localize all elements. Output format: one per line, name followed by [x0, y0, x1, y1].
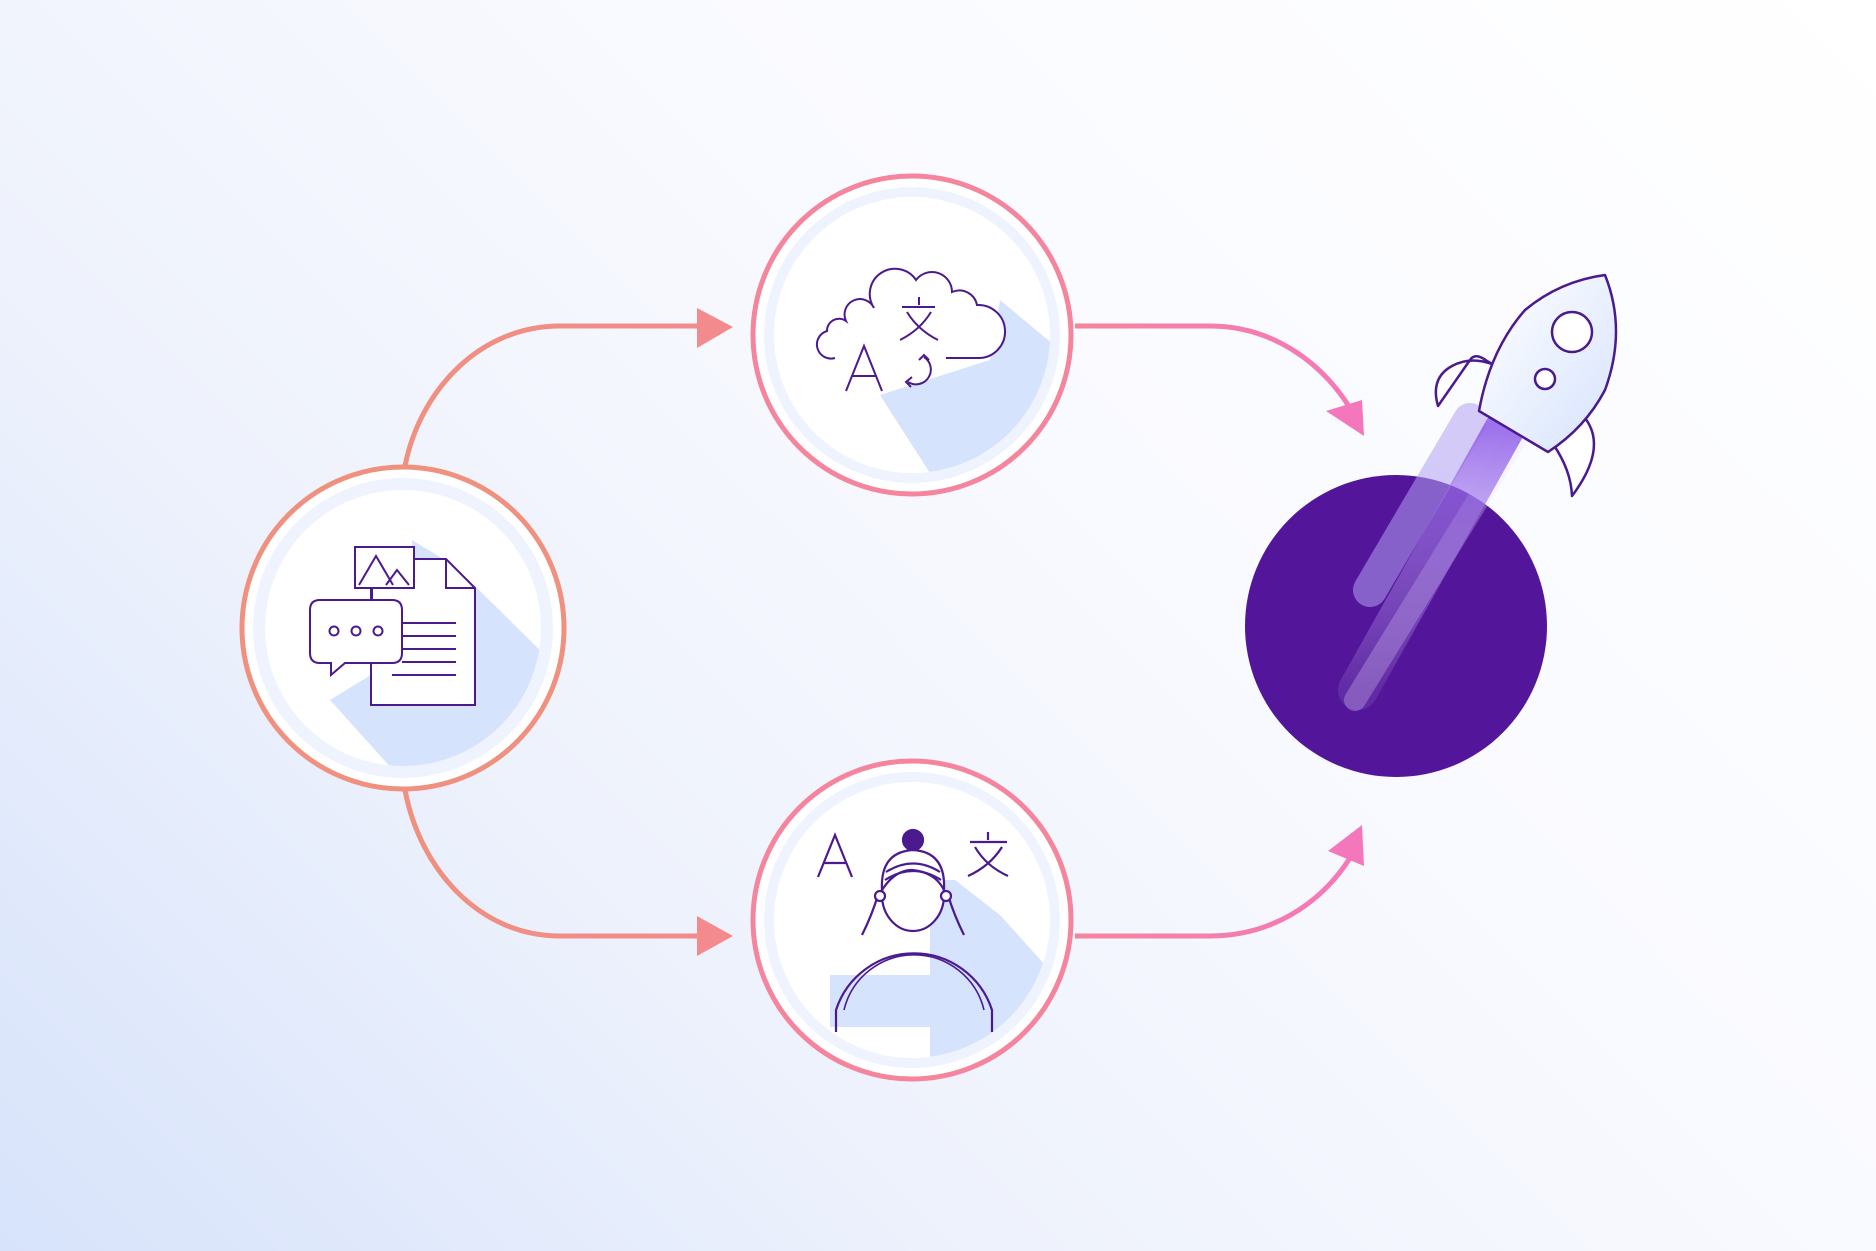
- arrowhead-icon: [697, 916, 733, 956]
- connector-source-to-machine: [402, 308, 733, 467]
- node-human-translation: [750, 758, 1074, 1082]
- node-source-content: [239, 464, 567, 792]
- document-chat-image-icon: [309, 546, 476, 706]
- node-launch: [1245, 273, 1618, 777]
- connector-human-to-launch: [1075, 825, 1364, 939]
- translator-person-icon: [816, 828, 1009, 1032]
- arrowhead-icon: [1328, 825, 1364, 866]
- node-machine-translation: [750, 173, 1074, 497]
- connector-source-to-human: [402, 789, 733, 956]
- connector-machine-to-launch: [1075, 323, 1364, 436]
- body-highlight: [830, 975, 995, 1027]
- cloud-translate-icon: [815, 267, 1006, 392]
- rocket-icon: [1434, 273, 1618, 498]
- rocket-trail: [1338, 403, 1526, 711]
- arrowhead-icon: [697, 308, 733, 348]
- arrowhead-icon: [1326, 400, 1364, 436]
